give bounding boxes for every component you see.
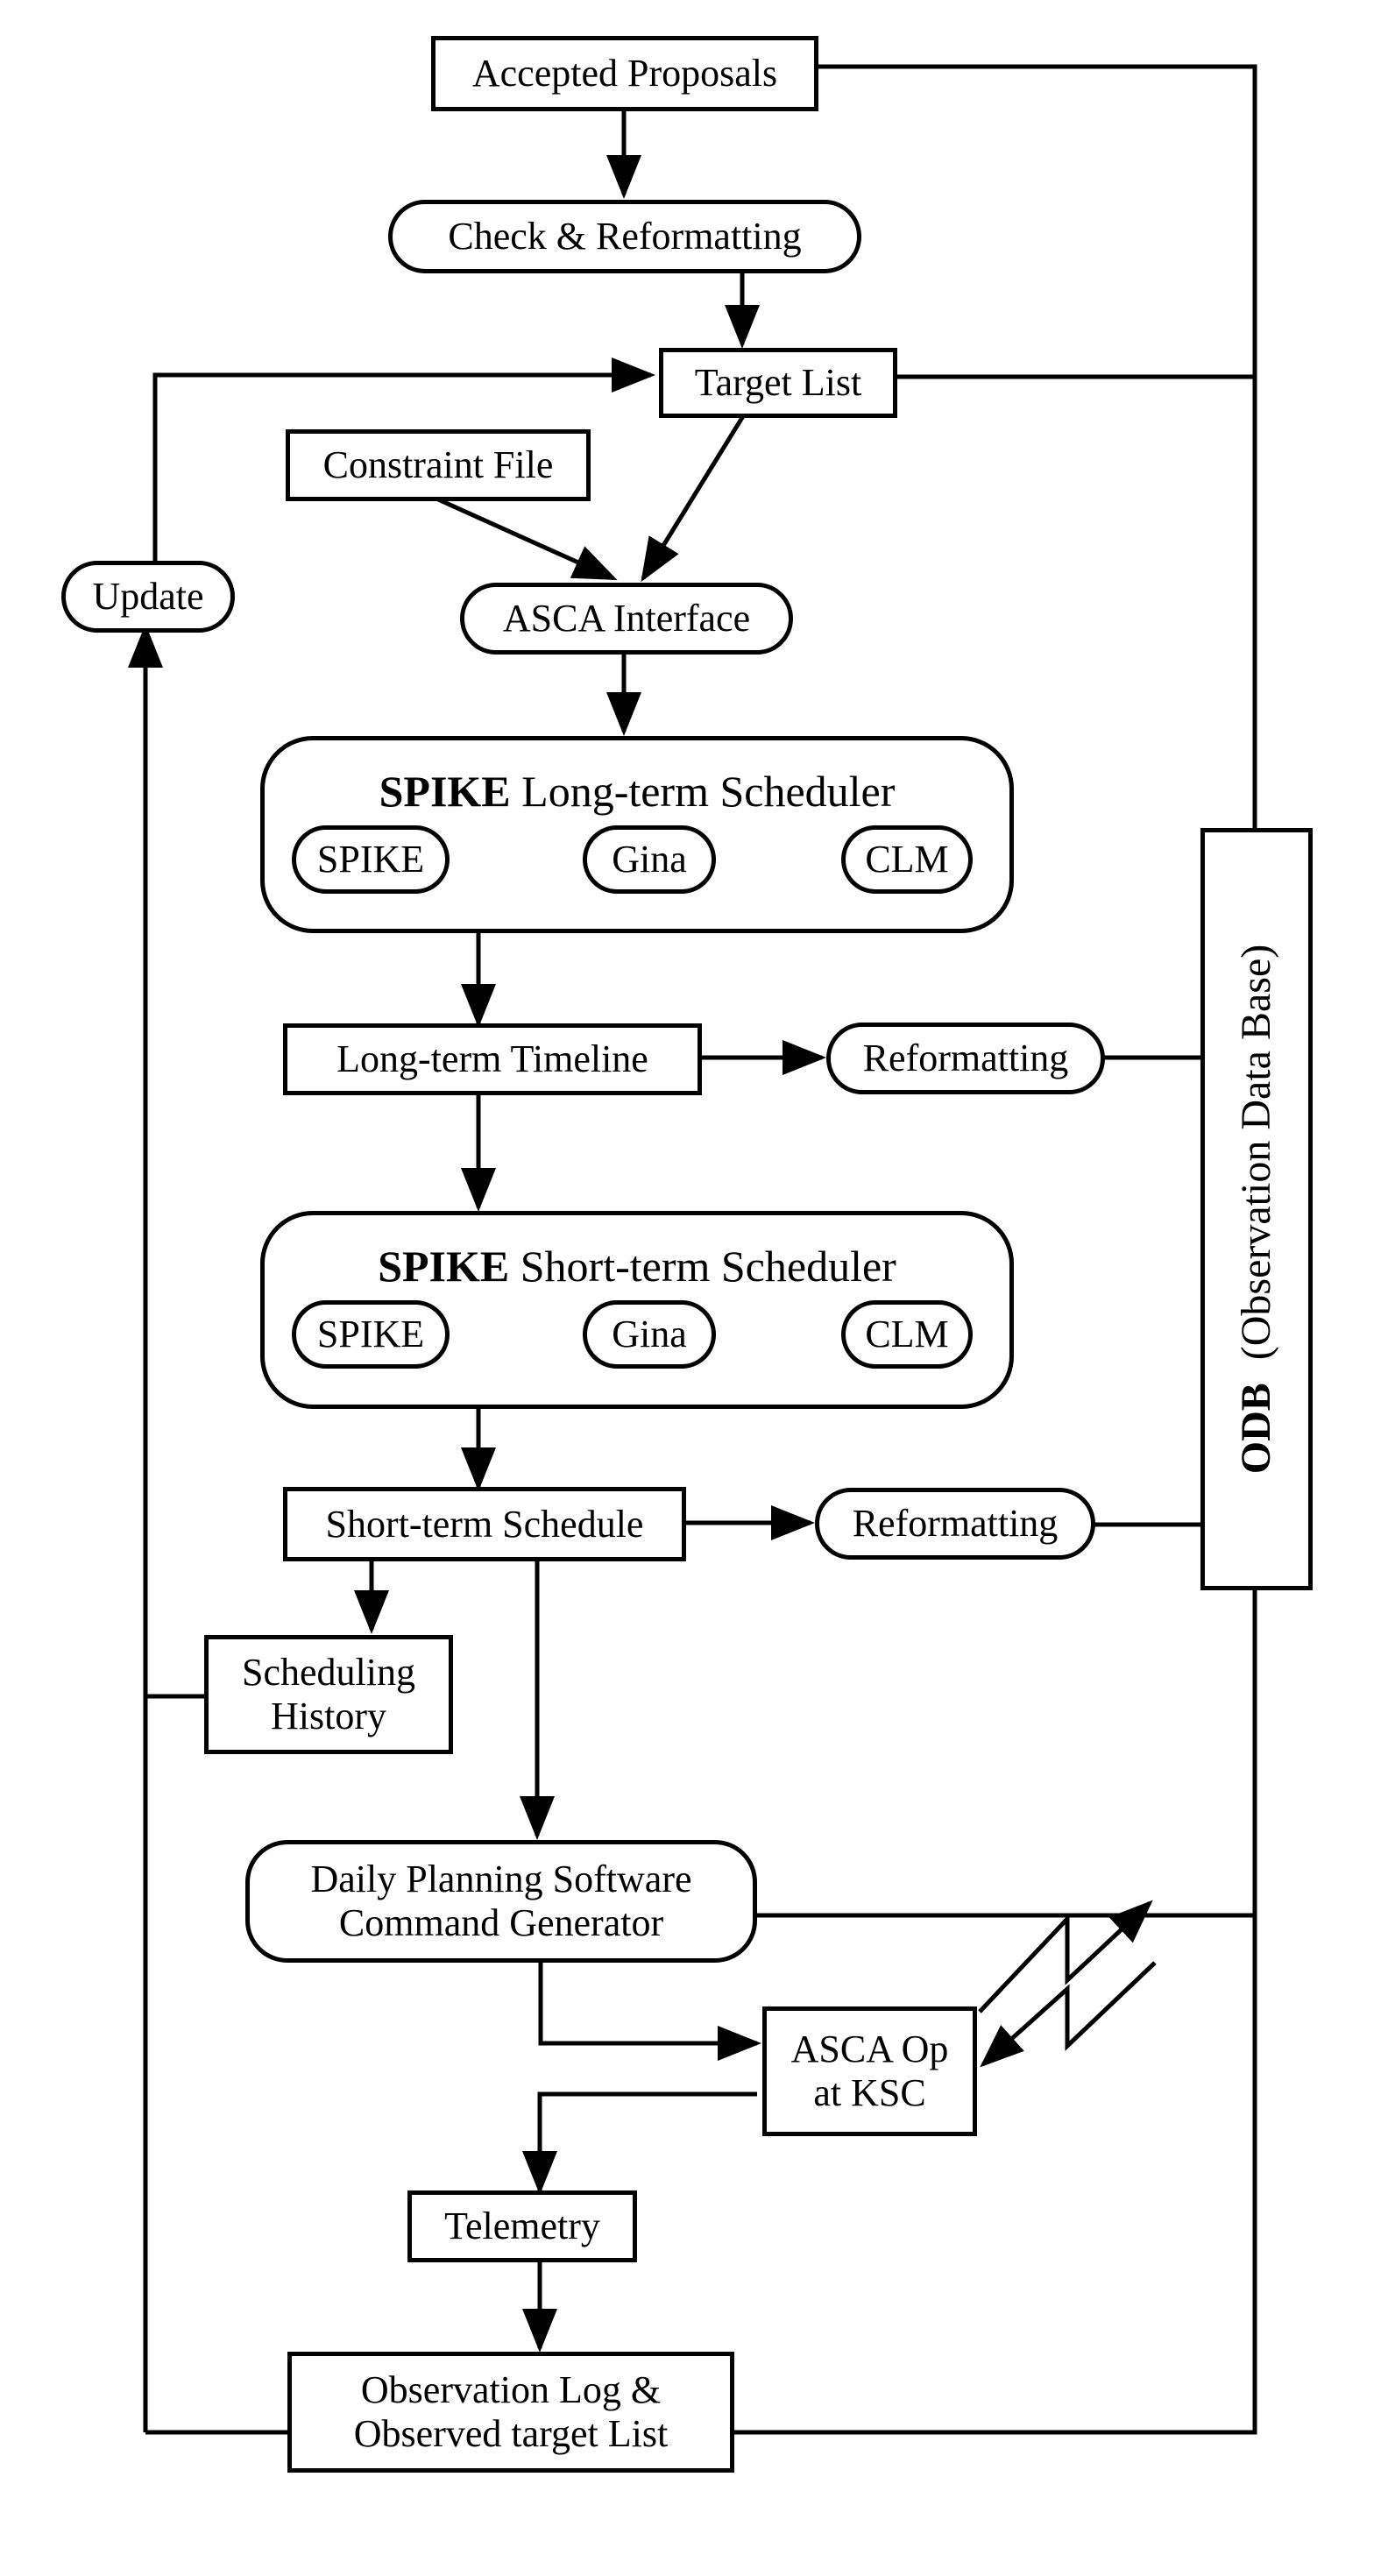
asca-interface-box: ASCA Interface <box>460 583 793 655</box>
lt-gina-box: Gina <box>583 825 716 894</box>
arrow-daily-to-ascaop <box>538 1945 761 2061</box>
line-odb-to-obslog <box>733 1590 1257 2435</box>
arrow-update-to-target <box>152 357 655 561</box>
scheduling-history-box: Scheduling History <box>204 1635 453 1754</box>
st-gina-box: Gina <box>583 1300 716 1369</box>
short-term-schedule-box: Short-term Schedule <box>283 1487 686 1561</box>
st-clm-box: CLM <box>841 1300 973 1369</box>
radio-link-up-icon <box>978 1900 1153 2013</box>
odb-box: ODB(Observation Data Base) <box>1200 828 1313 1590</box>
line-accepted-to-odb <box>817 64 1257 828</box>
long-term-timeline-box: Long-term Timeline <box>283 1023 702 1095</box>
short-term-scheduler-title: SPIKE Short-term Scheduler <box>378 1242 896 1291</box>
reformatting-1-box: Reformatting <box>826 1023 1105 1094</box>
long-term-scheduler-title: SPIKE Long-term Scheduler <box>379 767 896 816</box>
check-reformatting-box: Check & Reformatting <box>388 200 861 273</box>
odb-label: ODB(Observation Data Base) <box>1233 944 1279 1475</box>
reformatting-2-box: Reformatting <box>815 1488 1095 1560</box>
arrow-constraint-to-interface <box>436 497 618 581</box>
asca-op-box: ASCA Op at KSC <box>762 2006 977 2136</box>
lt-clm-box: CLM <box>841 825 973 894</box>
observation-log-box: Observation Log & Observed target List <box>287 2352 734 2473</box>
update-box: Update <box>61 561 235 633</box>
arrow-ascaop-to-telemetry <box>522 2091 757 2195</box>
arrow-target-to-interface <box>641 414 746 583</box>
lt-spike-box: SPIKE <box>292 825 450 894</box>
telemetry-box: Telemetry <box>407 2190 637 2262</box>
daily-planning-box: Daily Planning Software Command Generato… <box>245 1840 757 1963</box>
st-spike-box: SPIKE <box>292 1300 450 1369</box>
target-list-box: Target List <box>659 348 897 418</box>
accepted-proposals-box: Accepted Proposals <box>431 36 818 111</box>
constraint-file-box: Constraint File <box>286 429 591 501</box>
radio-link-down-icon <box>980 1961 1157 2068</box>
